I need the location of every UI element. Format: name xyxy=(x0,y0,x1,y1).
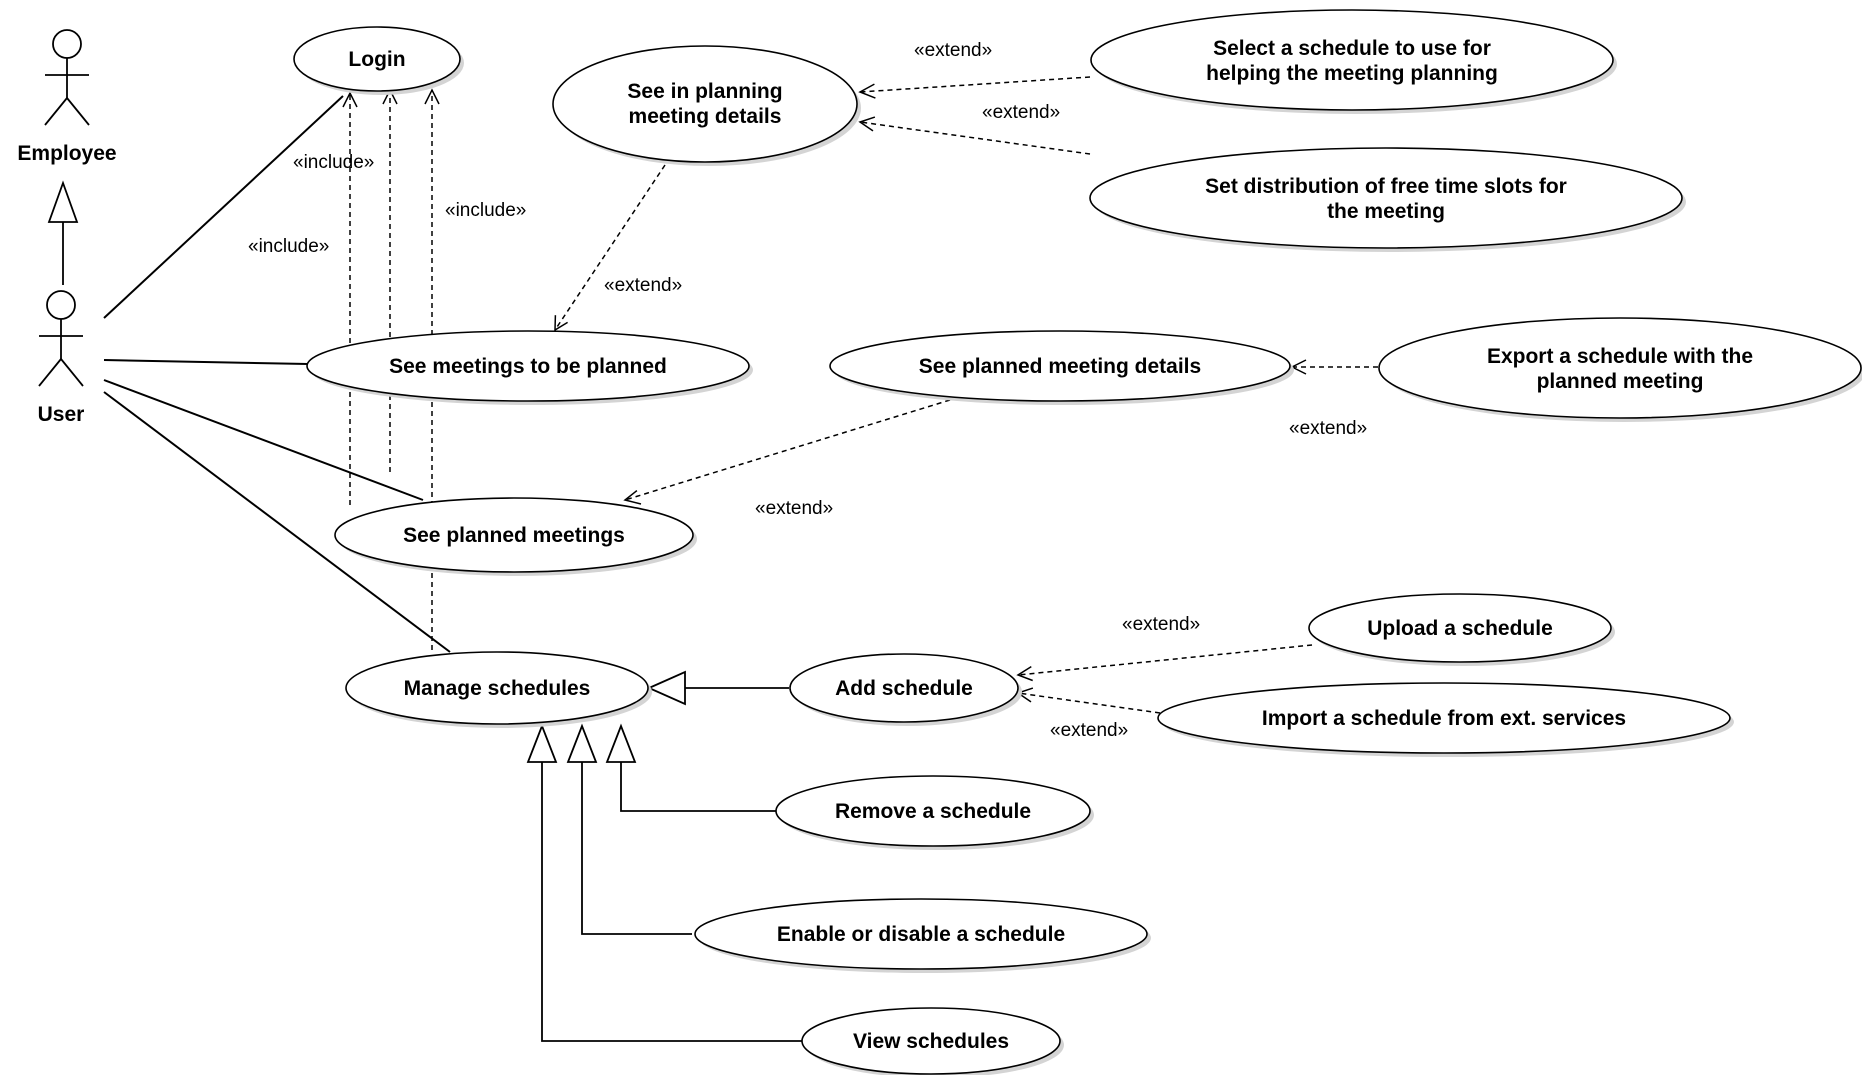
extend-line-planned-details-to-planned xyxy=(624,399,951,501)
use-case-upload-schedule[interactable]: Upload a schedule xyxy=(1308,593,1615,666)
upload-schedule-label: Upload a schedule xyxy=(1367,617,1553,640)
select-schedule-label-line-2: helping the meeting planning xyxy=(1206,62,1498,85)
assoc-user-manage-schedules xyxy=(103,391,451,653)
assoc-user-see-meetings-to-be-planned xyxy=(103,359,309,365)
export-schedule-ellipse xyxy=(1378,317,1862,419)
login-label: Login xyxy=(348,48,405,71)
user-label: User xyxy=(38,403,85,426)
see-in-planning-label-line-2: meeting details xyxy=(629,105,782,128)
include-label-3: «include» xyxy=(248,236,329,257)
gen-triangle-remove-schedule xyxy=(605,723,637,763)
use-case-export-schedule[interactable]: Export a schedule with the planned meeti… xyxy=(1378,317,1862,422)
extend-label-export: «extend» xyxy=(1289,418,1367,439)
extend-line-import xyxy=(1017,692,1161,714)
use-case-remove-schedule[interactable]: Remove a schedule xyxy=(775,775,1094,850)
assoc-user-login xyxy=(103,95,344,319)
enable-disable-schedule-label: Enable or disable a schedule xyxy=(777,923,1065,946)
employee-leg-left xyxy=(44,97,68,126)
set-distribution-label-line-1: Set distribution of free time slots for xyxy=(1205,175,1567,198)
manage-schedules-ellipse xyxy=(345,651,649,725)
remove-schedule-label: Remove a schedule xyxy=(835,800,1031,823)
use-case-manage-schedules[interactable]: Manage schedules xyxy=(345,651,652,728)
gen-line-enable-disable xyxy=(581,762,692,935)
remove-schedule-ellipse xyxy=(775,775,1091,847)
view-schedules-ellipse xyxy=(801,1007,1061,1075)
use-case-see-planned-meeting-details[interactable]: See planned meeting details xyxy=(829,330,1294,405)
see-planned-meeting-details-label: See planned meeting details xyxy=(919,355,1201,378)
extend-line-in-planning-to-meetings xyxy=(554,164,666,331)
include-arrowhead-1 xyxy=(342,91,358,108)
gen-line-remove-schedule xyxy=(620,762,776,812)
set-distribution-ellipse xyxy=(1089,147,1683,249)
extend-arrowhead-upload xyxy=(1016,665,1033,682)
actor-employee[interactable]: Employee xyxy=(17,29,117,165)
use-case-see-in-planning-meeting-details[interactable]: See in planning meeting details xyxy=(552,45,861,166)
include-label-2: «include» xyxy=(445,200,526,221)
select-schedule-label-line-1: Select a schedule to use for xyxy=(1213,37,1491,60)
use-case-add-schedule[interactable]: Add schedule xyxy=(789,653,1022,726)
extend-label-set-distribution: «extend» xyxy=(982,102,1060,123)
see-planned-meeting-details-ellipse xyxy=(829,330,1291,402)
gen-triangle-add-schedule xyxy=(646,670,686,706)
extend-label-in-planning: «extend» xyxy=(604,275,682,296)
extend-arrowhead-select-schedule xyxy=(858,83,876,99)
use-case-see-planned-meetings[interactable]: See planned meetings xyxy=(334,497,697,576)
manage-schedules-label: Manage schedules xyxy=(404,677,591,700)
use-case-login[interactable]: Login xyxy=(293,26,464,95)
export-schedule-label-line-2: planned meeting xyxy=(1537,370,1704,393)
enable-disable-schedule-ellipse xyxy=(694,898,1148,970)
import-schedule-label: Import a schedule from ext. services xyxy=(1262,707,1626,730)
select-schedule-ellipse xyxy=(1090,9,1614,111)
upload-schedule-ellipse xyxy=(1308,593,1612,663)
gen-triangle-enable-disable xyxy=(566,723,598,763)
include-label-1: «include» xyxy=(293,152,374,173)
login-ellipse xyxy=(293,26,461,92)
extend-label-planned-details: «extend» xyxy=(755,498,833,519)
assoc-user-see-planned-meetings xyxy=(103,379,424,501)
extend-label-import: «extend» xyxy=(1050,720,1128,741)
extend-line-upload xyxy=(1017,644,1313,676)
add-schedule-label: Add schedule xyxy=(835,677,973,700)
view-schedules-label: View schedules xyxy=(853,1030,1009,1053)
user-leg-right xyxy=(60,358,84,387)
extend-arrowhead-planned-details xyxy=(623,490,642,505)
see-meetings-to-be-planned-label: See meetings to be planned xyxy=(389,355,667,378)
user-head xyxy=(46,290,76,320)
import-schedule-ellipse xyxy=(1157,682,1731,754)
gen-triangle-user-employee xyxy=(47,180,79,223)
user-leg-left xyxy=(38,358,62,387)
employee-leg-right xyxy=(66,97,90,126)
use-case-enable-disable-schedule[interactable]: Enable or disable a schedule xyxy=(694,898,1151,973)
employee-head xyxy=(52,29,82,59)
employee-label: Employee xyxy=(17,142,116,165)
see-meetings-to-be-planned-ellipse xyxy=(306,330,750,402)
gen-triangle-view-schedules xyxy=(526,723,558,763)
gen-line-view-schedules xyxy=(541,762,804,1042)
extend-arrowhead-in-planning xyxy=(554,315,568,332)
include-arrowhead-3 xyxy=(424,88,440,105)
extend-line-select-schedule xyxy=(859,76,1091,93)
extend-arrowhead-set-distribution xyxy=(858,116,876,132)
extend-label-upload: «extend» xyxy=(1122,614,1200,635)
use-case-select-schedule[interactable]: Select a schedule to use for helping the… xyxy=(1090,9,1617,114)
actor-user[interactable]: User xyxy=(38,290,85,426)
use-case-view-schedules[interactable]: View schedules xyxy=(801,1007,1064,1075)
see-planned-meetings-label: See planned meetings xyxy=(403,524,625,547)
extend-line-set-distribution xyxy=(859,121,1091,155)
export-schedule-label-line-1: Export a schedule with the xyxy=(1487,345,1753,368)
use-case-import-schedule[interactable]: Import a schedule from ext. services xyxy=(1157,682,1734,757)
add-schedule-ellipse xyxy=(789,653,1019,723)
see-planned-meetings-ellipse xyxy=(334,497,694,573)
set-distribution-label-line-2: the meeting xyxy=(1327,200,1445,223)
extend-label-select-schedule: «extend» xyxy=(914,40,992,61)
use-case-see-meetings-to-be-planned[interactable]: See meetings to be planned xyxy=(306,330,753,405)
see-in-planning-ellipse xyxy=(552,45,858,163)
see-in-planning-label-line-1: See in planning xyxy=(627,80,782,103)
use-case-set-distribution[interactable]: Set distribution of free time slots for … xyxy=(1089,147,1686,252)
